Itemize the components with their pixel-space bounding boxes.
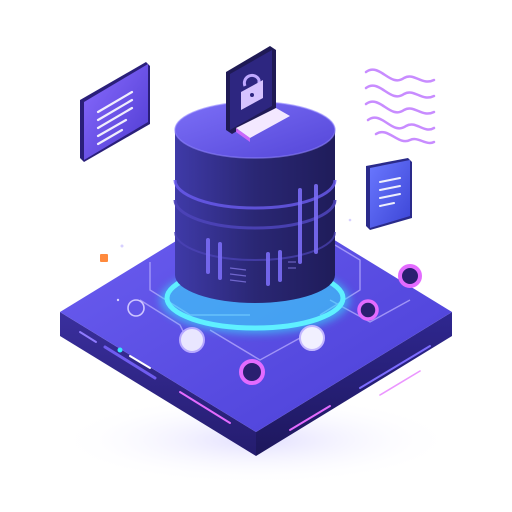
cylinder-body [175, 130, 335, 303]
connection-node-icon [398, 264, 422, 288]
padlock-icon [241, 73, 263, 110]
status-led-icon [117, 347, 123, 353]
connection-node-icon [299, 325, 325, 351]
status-led-icon [100, 254, 108, 262]
connection-node-icon [127, 299, 145, 317]
sparkles [116, 218, 352, 302]
connection-node-icon [179, 327, 205, 353]
lock-base [236, 108, 290, 138]
document-card-icon [80, 62, 150, 162]
wave-lines-icon [364, 68, 436, 145]
connection-node-icon [357, 299, 379, 321]
connection-node-icon [239, 359, 265, 385]
connection-nodes [127, 264, 422, 385]
lock-card [226, 46, 290, 142]
platform-side-lights [79, 331, 431, 431]
data-bars [206, 184, 318, 286]
document-card-icon [366, 158, 412, 230]
